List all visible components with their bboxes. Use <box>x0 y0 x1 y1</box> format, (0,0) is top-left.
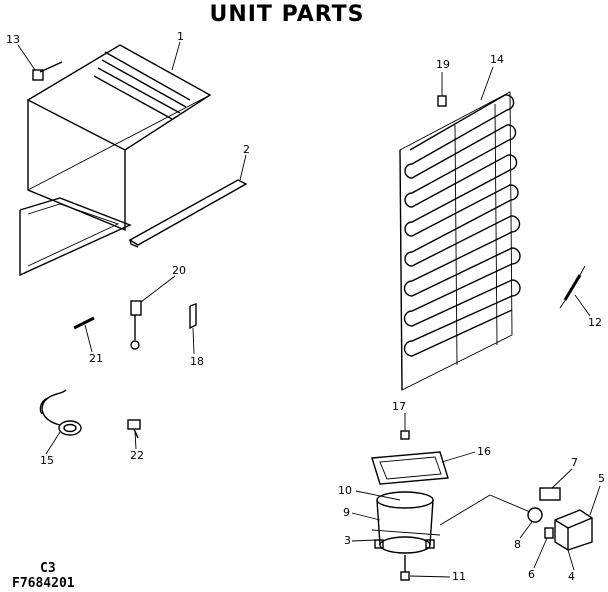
callout-15: 15 <box>40 454 54 467</box>
part-19-grommet <box>437 95 447 107</box>
part-5-relay <box>554 509 593 551</box>
callout-18: 18 <box>190 355 204 368</box>
callout-8: 8 <box>514 538 521 551</box>
part-number: F7684201 <box>12 576 75 591</box>
section-code: C3 <box>40 561 56 576</box>
callout-2: 2 <box>243 143 250 156</box>
callout-3: 3 <box>344 534 351 547</box>
part-6-clip <box>544 527 554 539</box>
callout-11: 11 <box>452 570 466 583</box>
part-1-cover-panel <box>19 44 212 277</box>
callout-1: 1 <box>177 30 184 43</box>
callout-10: 10 <box>338 484 352 497</box>
part-13-clip <box>32 61 63 81</box>
part-12-drier <box>559 265 586 309</box>
part-14-condenser-coil <box>399 91 521 391</box>
callout-20: 20 <box>172 264 186 277</box>
part-3-compressor <box>371 491 441 581</box>
callout-16: 16 <box>477 445 491 458</box>
callout-17: 17 <box>392 400 406 413</box>
part-22-fitting <box>127 419 141 439</box>
part-18-bracket <box>189 303 197 330</box>
callout-6: 6 <box>528 568 535 581</box>
part-21-pin <box>73 316 95 330</box>
part-8-cover <box>527 507 543 523</box>
part-20-switch <box>130 300 142 350</box>
callouts: 1 2 13 20 21 18 15 22 19 14 12 17 16 <box>6 30 605 583</box>
part-7-overload <box>539 487 561 501</box>
diagram-title: UNIT PARTS <box>209 2 365 27</box>
part-17-grommet <box>400 430 410 440</box>
callout-9: 9 <box>343 506 350 519</box>
callout-22: 22 <box>130 449 144 462</box>
callout-12: 12 <box>588 316 602 329</box>
callout-4: 4 <box>568 570 575 583</box>
callout-19: 19 <box>436 58 450 71</box>
callout-21: 21 <box>89 352 103 365</box>
part-2-bar <box>128 179 248 248</box>
part-16-drain-pan <box>371 451 449 485</box>
callout-7: 7 <box>571 456 578 469</box>
callout-5: 5 <box>598 472 605 485</box>
callout-13: 13 <box>6 33 20 46</box>
callout-14: 14 <box>490 53 504 66</box>
part-15-wire-harness <box>39 389 82 436</box>
